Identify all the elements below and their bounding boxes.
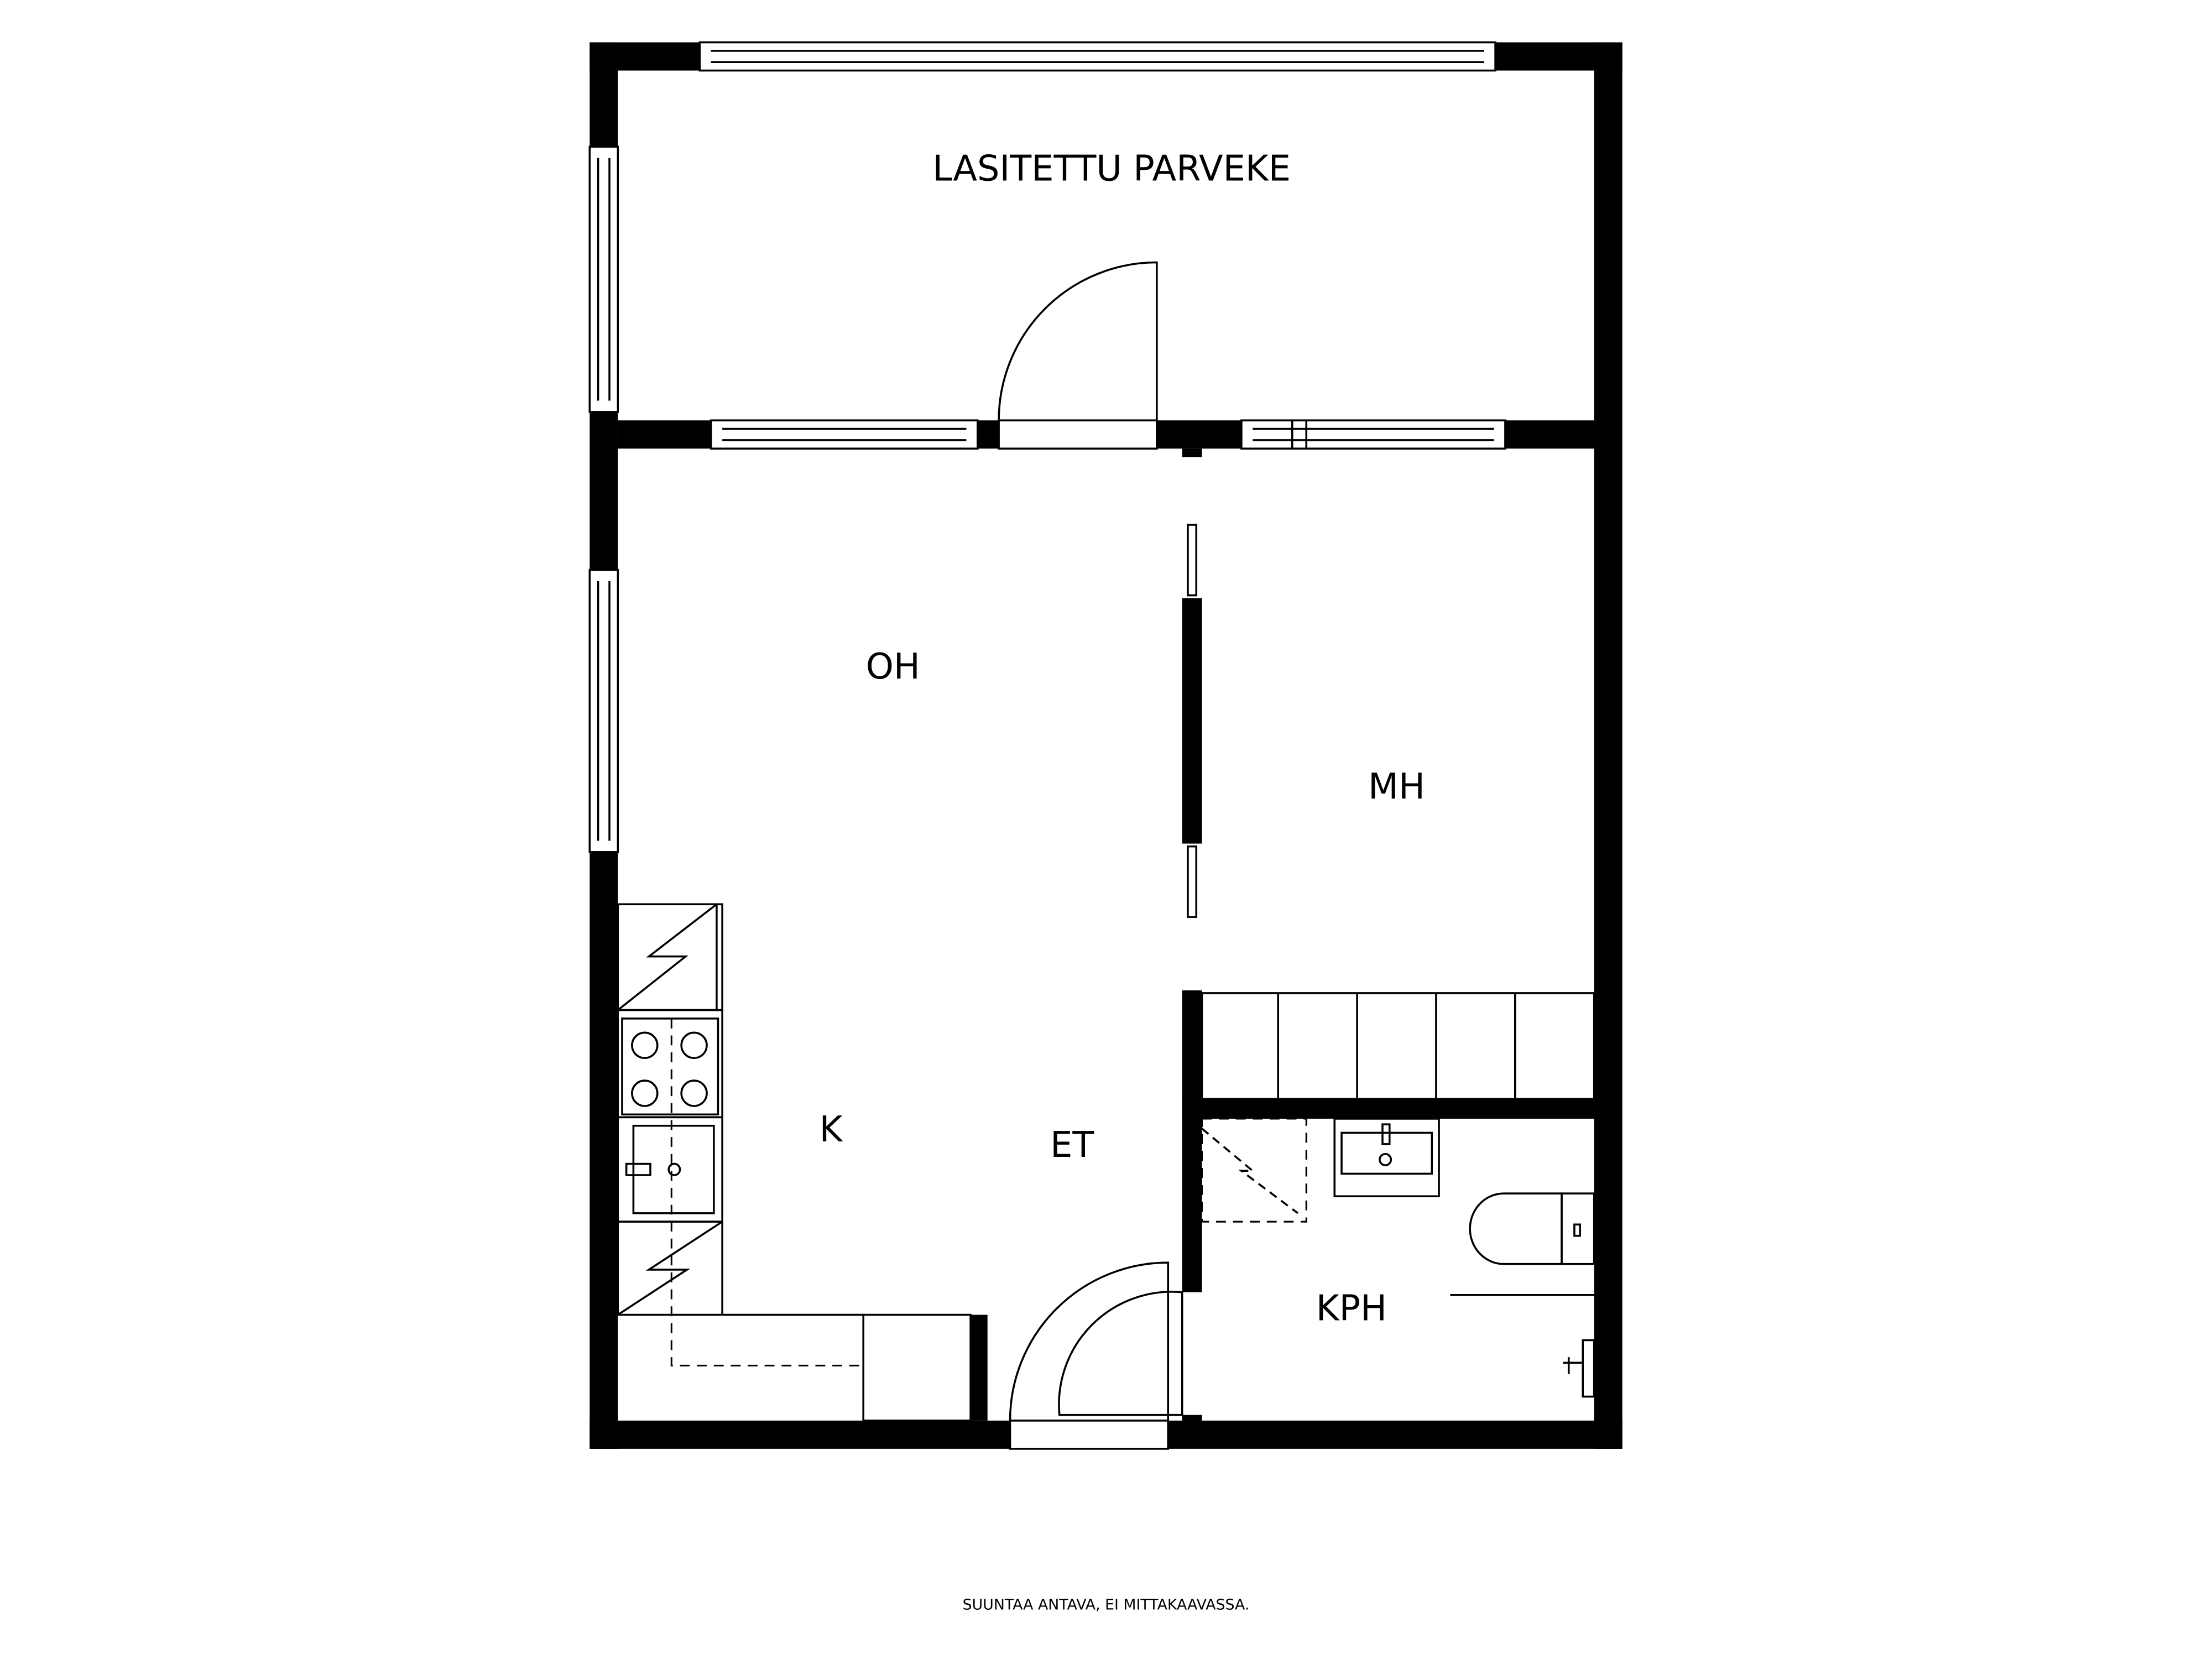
room-labels: LASITETTU PARVEKE OH MH K ET KPH [820,149,1425,1329]
footer-note: SUUNTAA ANTAVA, EI MITTAKAAVASSA. [963,1597,1250,1614]
toilet [1469,1192,1563,1265]
room-label-kitchen: K [820,1109,844,1150]
windows [588,41,1506,918]
entry-door[interactable] [1009,1261,1183,1450]
wardrobes [1201,992,1595,1100]
room-label-balcony: LASITETTU PARVEKE [932,149,1291,190]
room-label-living: OH [866,646,920,687]
kitchen-fixtures [617,903,972,1422]
bathroom-fixtures [1201,1118,1595,1398]
balcony-door[interactable] [998,261,1158,450]
room-label-bathroom: KPH [1316,1288,1387,1329]
room-label-bedroom: MH [1368,766,1425,807]
room-label-entry: ET [1050,1125,1094,1166]
walls [589,42,1623,1449]
kitchen-sink [632,1124,715,1214]
bathroom-sink [1333,1118,1440,1198]
